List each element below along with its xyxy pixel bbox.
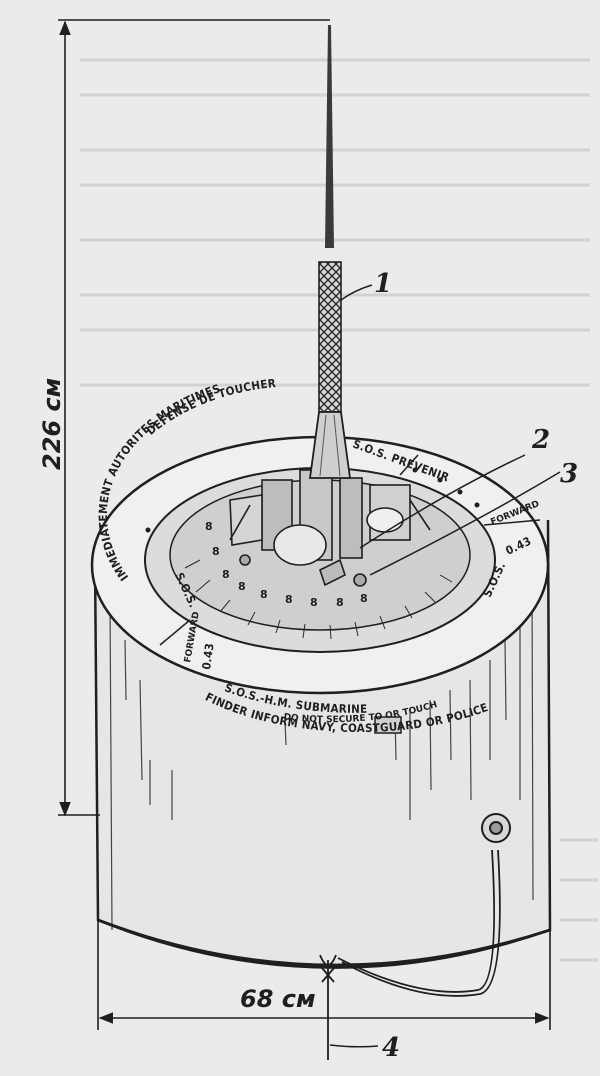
height-label: 226 см (38, 378, 66, 470)
callout-4: 4 (382, 1033, 400, 1063)
width-dimension (97, 920, 551, 1030)
dial-numbers: 8 8 8 8 8 8 8 8 8 (205, 520, 368, 609)
tether-cable (319, 849, 501, 1060)
callout-leaders (329, 284, 561, 1048)
dial-number: 8 (310, 596, 318, 609)
rim-text-number-left: 0.43 (199, 642, 217, 670)
dial-number: 8 (205, 520, 213, 533)
dial-number: 8 (238, 580, 246, 593)
callout-2: 2 (531, 425, 550, 455)
dial-number: 8 (222, 568, 230, 581)
dial-number: 8 (360, 592, 368, 605)
dial-number: 8 (260, 588, 268, 601)
width-label: 68 см (240, 985, 316, 1013)
side-connector (481, 813, 511, 843)
dial-number: 8 (336, 596, 344, 609)
callout-1: 1 (374, 269, 392, 299)
dial-number: 8 (212, 545, 220, 558)
height-dimension (58, 19, 330, 817)
dial-number: 8 (285, 593, 293, 606)
antenna (308, 25, 352, 479)
central-mechanism (229, 469, 431, 587)
callout-3: 3 (560, 459, 578, 489)
